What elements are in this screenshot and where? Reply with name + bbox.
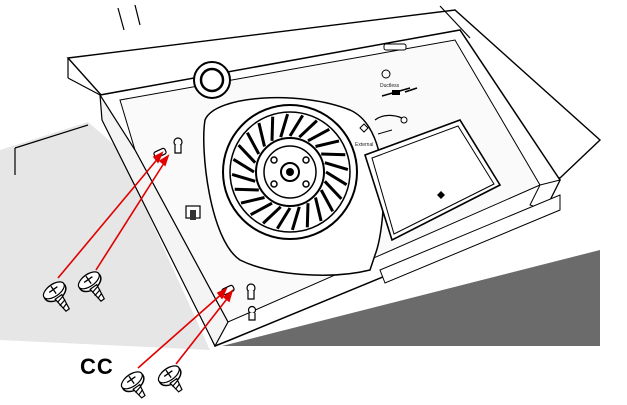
- external-icon: [359, 123, 369, 133]
- housing-side-panel: [99, 94, 229, 348]
- fan-blade: [314, 197, 323, 222]
- fan-blade: [231, 172, 256, 183]
- fan-blade: [290, 206, 301, 231]
- callout-lines: [57, 151, 234, 369]
- screw-lower-right: [157, 365, 183, 393]
- duct-opening: [364, 119, 502, 242]
- callout-line-2: [95, 159, 167, 271]
- fan-blade: [325, 170, 348, 186]
- fan-blade: [324, 161, 349, 172]
- callout-line-4: [175, 294, 231, 365]
- fan-blade: [245, 131, 261, 155]
- screw-lower-left: [120, 371, 146, 399]
- fan-blade: [315, 139, 340, 148]
- fan-blade: [240, 196, 265, 205]
- fan-wheel: [222, 104, 358, 240]
- callout-line-3: [137, 291, 225, 369]
- fan-blade: [288, 114, 304, 137]
- fan-blade: [321, 152, 346, 157]
- part-label-cc: CC: [80, 354, 114, 379]
- fan-blade: [262, 205, 282, 225]
- screw-upper-right: [77, 271, 106, 302]
- fan-blade: [234, 187, 259, 192]
- fan-blade: [249, 201, 273, 217]
- callout-line-1: [57, 155, 161, 279]
- keyhole-slot-bottom: [247, 305, 257, 321]
- fan-blade: [298, 119, 318, 139]
- fan-blade: [257, 122, 266, 147]
- side-bracket: [185, 205, 201, 220]
- keyhole-slot-lower: [246, 283, 256, 300]
- cabinet-underside: [222, 250, 600, 346]
- keyhole-slot-upper: [173, 137, 183, 154]
- fan-blade: [319, 189, 335, 213]
- fan-blade: [237, 144, 257, 164]
- fan-blade: [232, 158, 255, 174]
- ductless-label: Ductless: [380, 83, 400, 89]
- wall-edge: [14, 124, 89, 149]
- light-fixture: [193, 61, 231, 99]
- mode-selector: [359, 43, 418, 135]
- fan-blade: [307, 127, 331, 143]
- fan-blade: [323, 180, 343, 200]
- ductless-icon: [381, 69, 391, 79]
- external-label: External: [355, 142, 373, 148]
- fan-blade: [270, 116, 275, 141]
- fan-blade: [305, 203, 310, 228]
- fan-blade: [279, 113, 290, 138]
- screw-upper-left: [42, 281, 71, 312]
- fan-blade: [276, 207, 292, 230]
